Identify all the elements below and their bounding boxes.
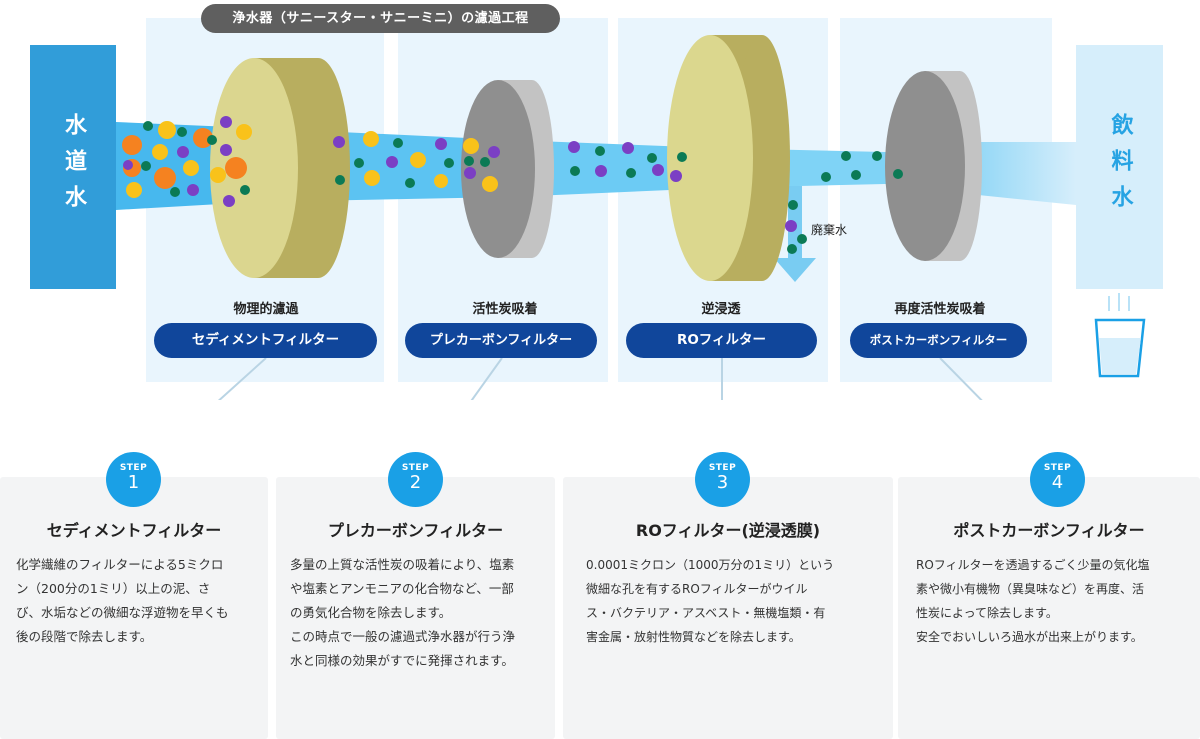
step-description-3: 0.0001ミクロン（1000万分の1ミリ）という 微細な孔を有するROフィルタ… [586, 558, 835, 644]
diagram-title: 浄水器（サニースター・サニーミニ）の濾過工程 [201, 4, 560, 33]
particles-after-sediment [333, 131, 500, 192]
stage-pill-post-carbon: ポストカーボンフィルター [850, 323, 1027, 358]
step-number: 4 [1051, 472, 1064, 493]
stage-label-4: 再度活性炭吸着 [894, 302, 986, 317]
step-badge-2: STEP 2 [388, 452, 443, 507]
step-card-4 [898, 477, 1200, 739]
connector-1 [217, 357, 267, 400]
source-water-label: 水道水 [30, 45, 116, 289]
particles-raw [122, 116, 252, 207]
sediment-filter-face [210, 58, 298, 278]
glass-icon [1094, 293, 1146, 378]
step-card-2 [276, 477, 555, 739]
particles-after-carbon [568, 141, 687, 182]
step-title-2: プレカーボンフィルター [327, 521, 504, 540]
stage-pill-pre-carbon: プレカーボンフィルター [405, 323, 597, 358]
stage-pill-sediment: セディメントフィルター [154, 323, 377, 358]
stage-label-3: 逆浸透 [701, 302, 741, 317]
connector-4 [939, 357, 983, 400]
step-title-1: セディメントフィルター [46, 521, 222, 540]
ro-filter-face [667, 35, 753, 281]
step-badge-4: STEP 4 [1030, 452, 1085, 507]
step-description-2: 多量の上質な活性炭の吸着により、塩素 や塩素とアンモニアの化合物など、一部 の勇… [290, 557, 516, 668]
water-stream-3 [510, 140, 716, 197]
drinking-water-label: 飲料水 [1076, 45, 1163, 289]
step-word: STEP [1043, 463, 1072, 473]
connector-2 [470, 357, 503, 400]
step-number: 1 [127, 472, 140, 493]
pre-carbon-filter-face [461, 80, 535, 258]
waste-water-label: 廃棄水 [811, 223, 848, 237]
step-word: STEP [119, 463, 148, 473]
step-card-3 [563, 477, 893, 739]
step-title-3: ROフィルター(逆浸透膜) [635, 521, 821, 540]
post-carbon-filter-face [885, 71, 965, 261]
step-description-4: ROフィルターを透過するごく少量の気化塩 素や微小有機物（異臭味など）を再度、活… [916, 558, 1150, 644]
waste-arrow [774, 258, 816, 282]
step-word: STEP [401, 463, 430, 473]
stage-pill-ro: ROフィルター [626, 323, 817, 358]
step-badge-3: STEP 3 [695, 452, 750, 507]
stage-label-1: 物理的濾過 [233, 302, 299, 317]
step-card-1 [0, 477, 268, 739]
filtration-flow-illustration [116, 35, 1146, 400]
step-number: 2 [409, 472, 422, 493]
step-badge-1: STEP 1 [106, 452, 161, 507]
particles-after-ro [821, 151, 903, 182]
step-description-1: 化学繊維のフィルターによる5ミクロ ン（200分の1ミリ）以上の泥、さ び、水垢… [16, 557, 229, 644]
step-word: STEP [708, 463, 737, 473]
particles-waste [785, 200, 807, 254]
step-number: 3 [716, 472, 729, 493]
stage-label-2: 活性炭吸着 [472, 302, 538, 317]
step-title-4: ポストカーボンフィルター [953, 521, 1145, 540]
